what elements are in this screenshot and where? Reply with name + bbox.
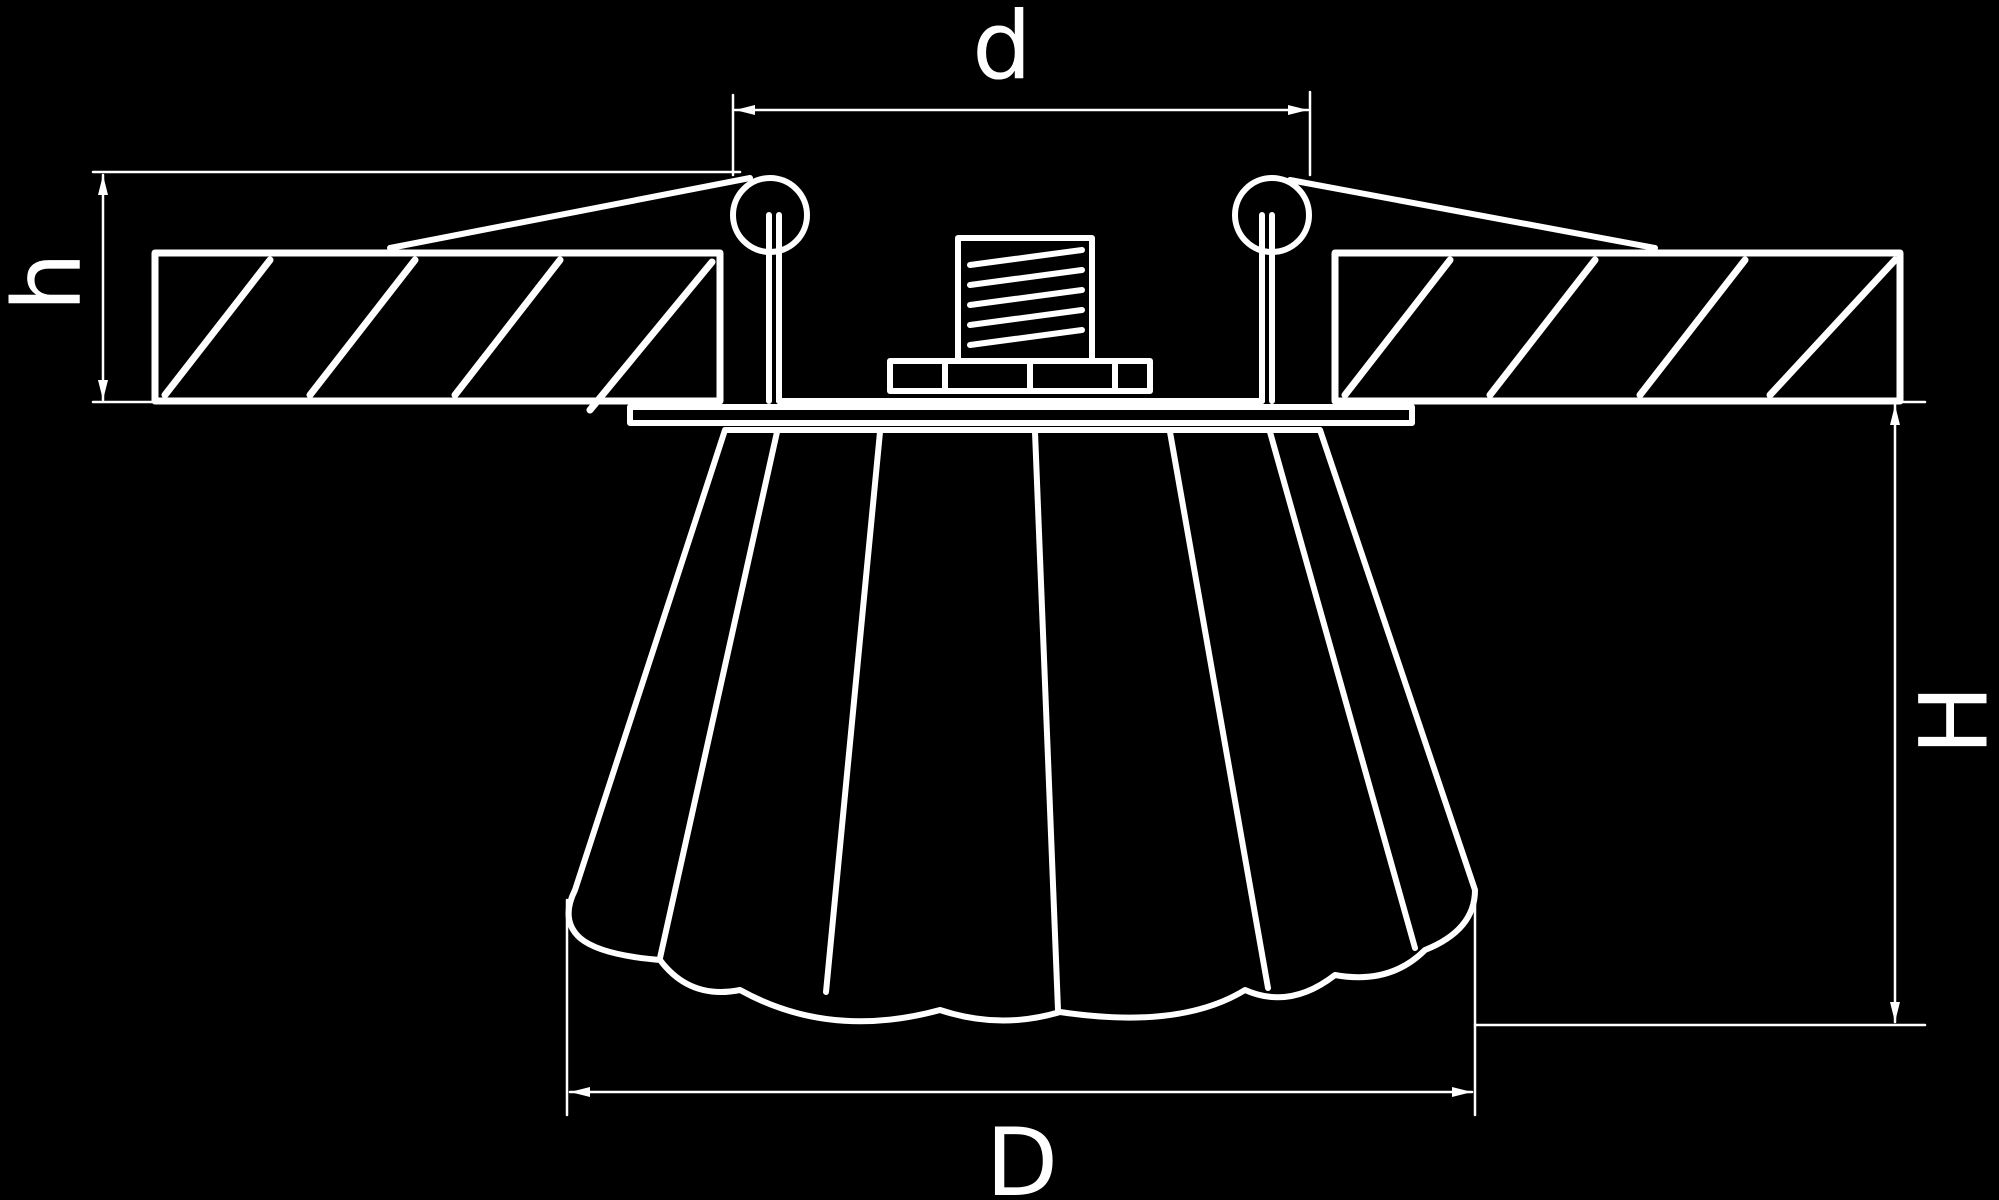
mounting-plate <box>627 398 1415 426</box>
spring-clip-right <box>1232 175 1658 404</box>
dimension-D <box>565 893 1477 1117</box>
crystal-shade <box>565 427 1478 1025</box>
dimension-H <box>1473 400 1927 1027</box>
label-d: d <box>972 0 1032 101</box>
label-D: D <box>986 1109 1058 1200</box>
ceiling-panel-right <box>1331 249 1904 405</box>
lamp-holder <box>887 235 1153 394</box>
label-H: H <box>1901 685 1999 756</box>
label-h: h <box>0 252 103 312</box>
dimension-h <box>91 170 742 404</box>
ceiling-panel-left <box>151 249 724 414</box>
dimension-d <box>731 90 1312 177</box>
spring-clip-left <box>387 175 810 404</box>
